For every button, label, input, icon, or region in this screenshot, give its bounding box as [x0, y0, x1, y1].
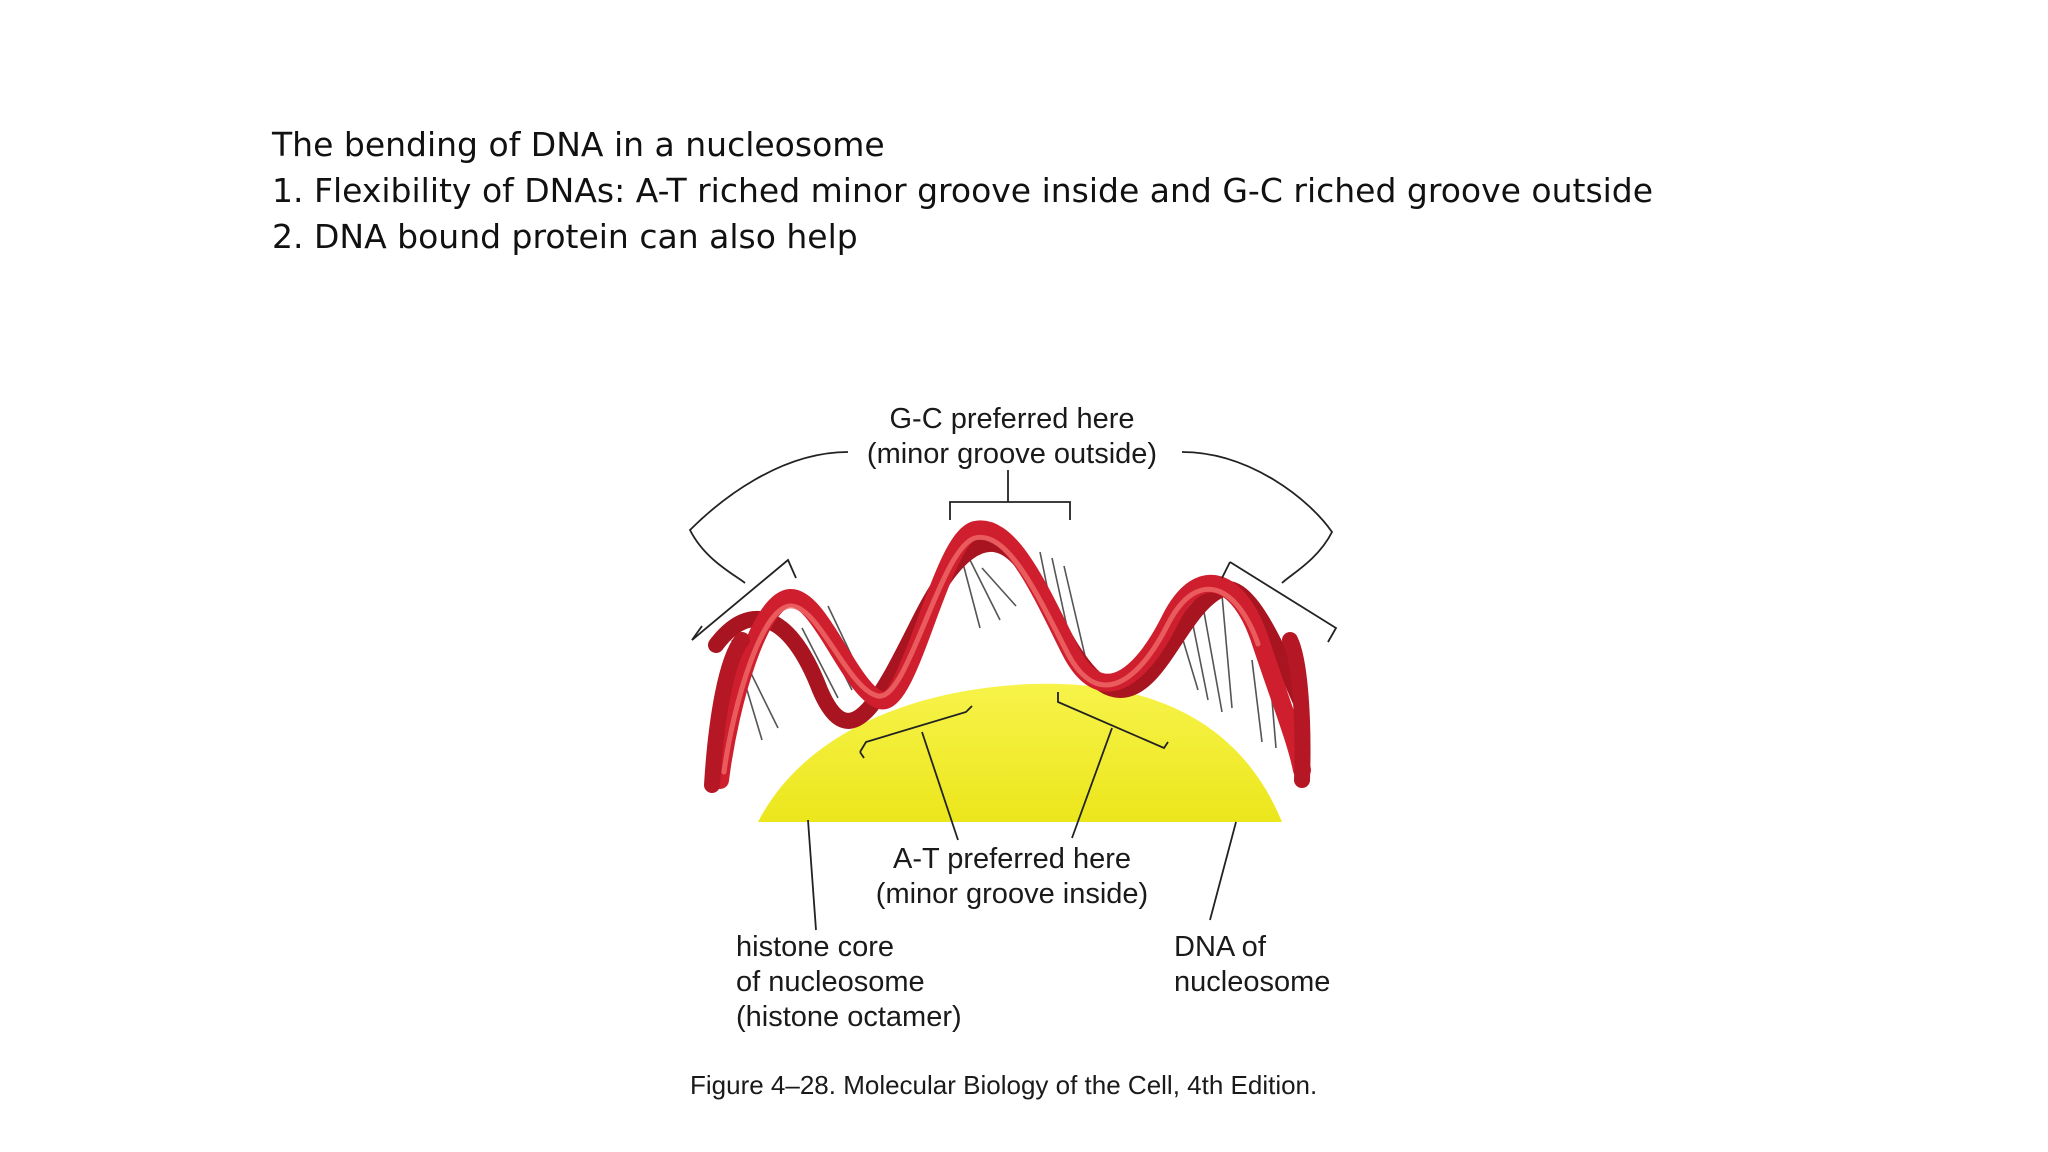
dna-strand-back-3	[1282, 632, 1311, 788]
figure-caption: Figure 4–28. Molecular Biology of the Ce…	[690, 1070, 1317, 1100]
dna-strand-back-2	[704, 632, 750, 793]
dna-strand-front	[711, 520, 1311, 789]
dna-label-line2: nucleosome	[1174, 966, 1330, 998]
gc-label-line1: G-C preferred here	[890, 403, 1135, 435]
slide-point-2: 2. DNA bound protein can also help	[272, 217, 858, 256]
slide-point-1: 1. Flexibility of DNAs: A-T riched minor…	[272, 171, 1654, 210]
dna-strand-highlight	[721, 534, 1261, 775]
histone-core-shape	[758, 683, 1282, 822]
slide-text-block: The bending of DNA in a nucleosome 1. Fl…	[272, 122, 1653, 260]
gc-annotation-lines	[688, 451, 1338, 643]
histone-label-line2: of nucleosome	[736, 966, 925, 998]
slide-heading: The bending of DNA in a nucleosome	[272, 125, 885, 164]
at-label-line2: (minor groove inside)	[876, 878, 1148, 910]
gc-label-line2: (minor groove outside)	[867, 438, 1157, 470]
dna-label-line1: DNA of	[1174, 931, 1267, 963]
histone-label-line3: (histone octamer)	[736, 1001, 962, 1033]
histone-label-line1: histone core	[736, 931, 894, 963]
at-annotation-lines	[807, 692, 1237, 931]
dna-double-helix	[704, 520, 1311, 793]
at-label-line1: A-T preferred here	[893, 843, 1131, 875]
